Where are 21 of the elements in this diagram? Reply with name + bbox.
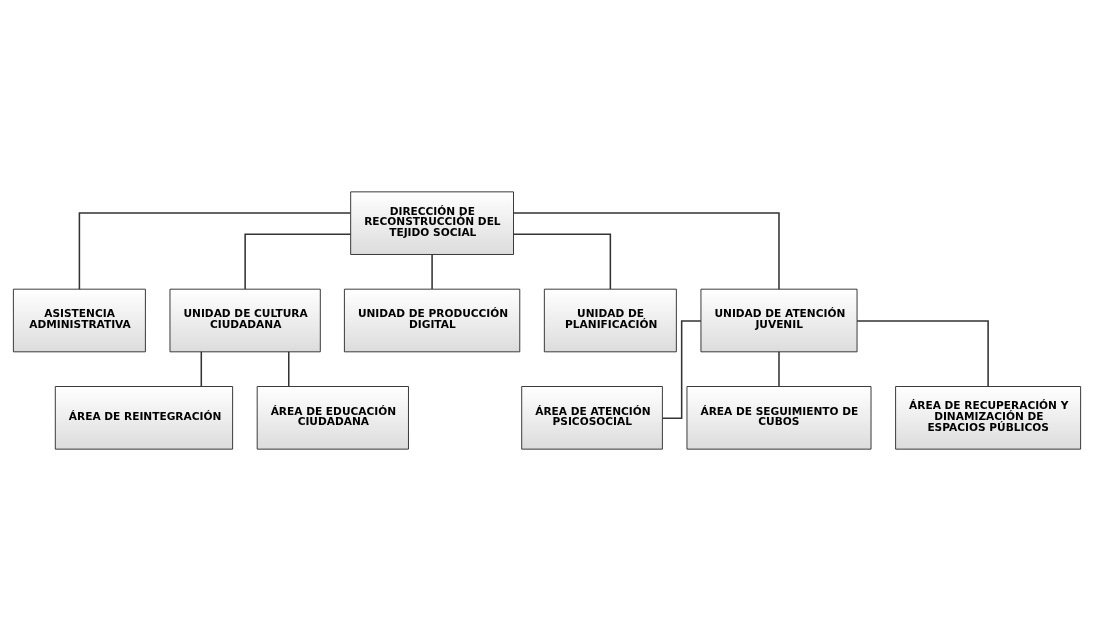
- connector: [244, 233, 352, 290]
- node-box: DIRECCIÓN DE RECONSTRUCCIÓN DEL TEJIDO SOCIAL: [350, 191, 514, 255]
- connector: [661, 320, 702, 420]
- node-box: ÁREA DE EDUCACIÓN CIUDADANA: [256, 386, 409, 450]
- connector: [513, 212, 780, 290]
- node-box: ÁREA DE RECUPERACIÓN Y DINAMIZACIÓN DE ESPACIOS PÚBLICOS: [895, 386, 1082, 450]
- connector: [431, 253, 433, 290]
- connector: [288, 351, 290, 387]
- node-box: ÁREA DE SEGUIMIENTO DE CUBOS: [686, 386, 872, 450]
- node-box: UNIDAD DE CULTURA CIUDADANA: [169, 288, 321, 353]
- connector: [512, 233, 612, 290]
- connector: [856, 320, 989, 388]
- node-box: UNIDAD DE PLANIFICACIÓN: [543, 288, 677, 353]
- node-box: ÁREA DE ATENCIÓN PSICOSOCIAL: [521, 386, 663, 450]
- connector: [200, 351, 203, 387]
- node-box: ÁREA DE REINTEGRACIÓN: [54, 386, 234, 450]
- connector: [78, 212, 352, 290]
- node-box: UNIDAD DE ATENCIÓN JUVENIL: [700, 288, 858, 353]
- node-box: UNIDAD DE PRODUCCIÓN DIGITAL: [343, 288, 521, 353]
- connector: [778, 351, 780, 387]
- node-box: ASISTENCIA ADMINISTRATIVA: [12, 288, 146, 353]
